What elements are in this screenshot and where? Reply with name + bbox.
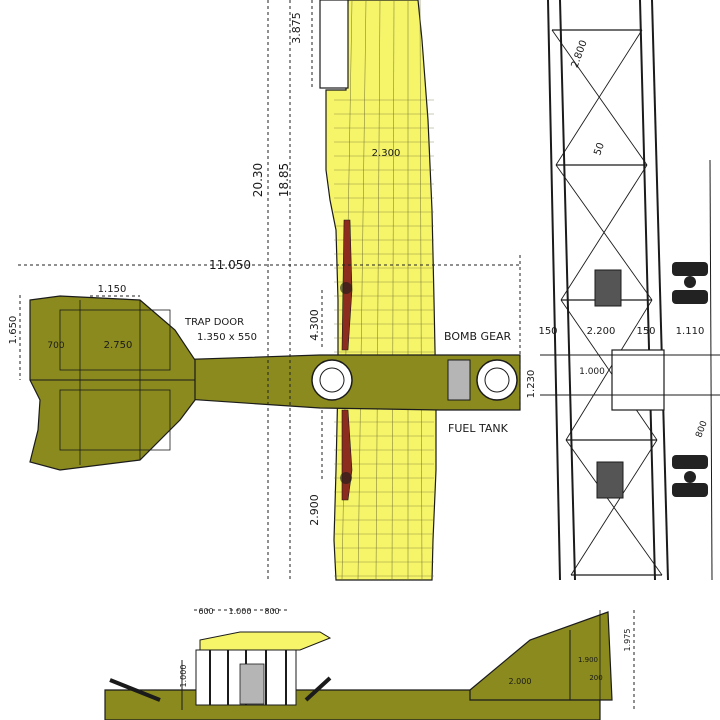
dim-strut-mid: 50 (592, 141, 607, 157)
dim-strut-top: 2.800 (570, 39, 590, 70)
dim-side-height: 1.000 (179, 665, 188, 688)
engine-right (476, 359, 518, 401)
dim-tail-height: 1.650 (8, 316, 19, 345)
dim-side-tail-a: 1.975 (623, 629, 632, 652)
dim-bottom-chord: 2.900 (308, 494, 321, 526)
upper-wing (325, 0, 437, 581)
dim-prop-spacing: 4.300 (308, 309, 321, 341)
dim-chord-inner: 18.85 (277, 163, 291, 197)
plan-view: 3.875 20.30 18.85 2.300 11.050 1.150 1.6… (8, 0, 537, 581)
label-bomb-gear: BOMB GEAR (444, 330, 512, 343)
dim-top-overall: 3.875 (290, 12, 303, 44)
side-upper-wing (199, 631, 332, 651)
side-view: 600 1.000 800 1.000 1.975 2.000 1.900 20… (104, 607, 635, 720)
dim-chord-large: 20.30 (251, 163, 265, 197)
dim-span: 11.050 (209, 258, 251, 272)
landing-gear-lower (672, 455, 708, 497)
dim-elevator-b: 2.750 (104, 340, 133, 351)
dim-front-side: 1.110 (676, 326, 705, 337)
dim-side-tail-c: 1.900 (578, 656, 598, 664)
label-trap-door: TRAP DOOR (184, 317, 244, 328)
front-upper-wing (547, 0, 561, 581)
dim-side-top-b: 1.000 (229, 607, 252, 616)
aileron-cutout (319, 0, 349, 89)
side-tail-fin (469, 611, 613, 701)
label-trap-door-size: 1.350 x 550 (197, 332, 257, 343)
dim-elevator-a: 700 (47, 341, 64, 351)
dim-tail-chord: 1.150 (98, 284, 127, 295)
dim-side-top-a: 600 (198, 607, 213, 616)
dim-side-top-c: 800 (264, 607, 279, 616)
front-engine-upper (594, 269, 622, 307)
front-engine-lower (596, 461, 624, 499)
engine-left (311, 359, 353, 401)
dim-side-tail-d: 200 (589, 674, 602, 682)
dim-side-tail-b: 2.000 (509, 677, 532, 686)
landing-gear-upper (672, 262, 708, 304)
dim-gear-lower: 800 (694, 419, 709, 439)
dim-front-left: 150 (538, 326, 557, 337)
dim-gear-bar: 1.000 (579, 367, 605, 377)
front-lower-wing (639, 0, 656, 581)
dim-front-right: 150 (636, 326, 655, 337)
label-fuel-tank: FUEL TANK (448, 422, 509, 435)
dim-front-mid: 2.200 (587, 326, 616, 337)
bomb-box (447, 359, 471, 401)
dim-wing-panel: 2.300 (372, 148, 401, 159)
front-view: 2.800 50 150 2.200 150 1.110 1.000 800 (538, 0, 720, 581)
front-fuselage (611, 349, 665, 411)
dim-nose-width: 1.230 (526, 370, 537, 399)
